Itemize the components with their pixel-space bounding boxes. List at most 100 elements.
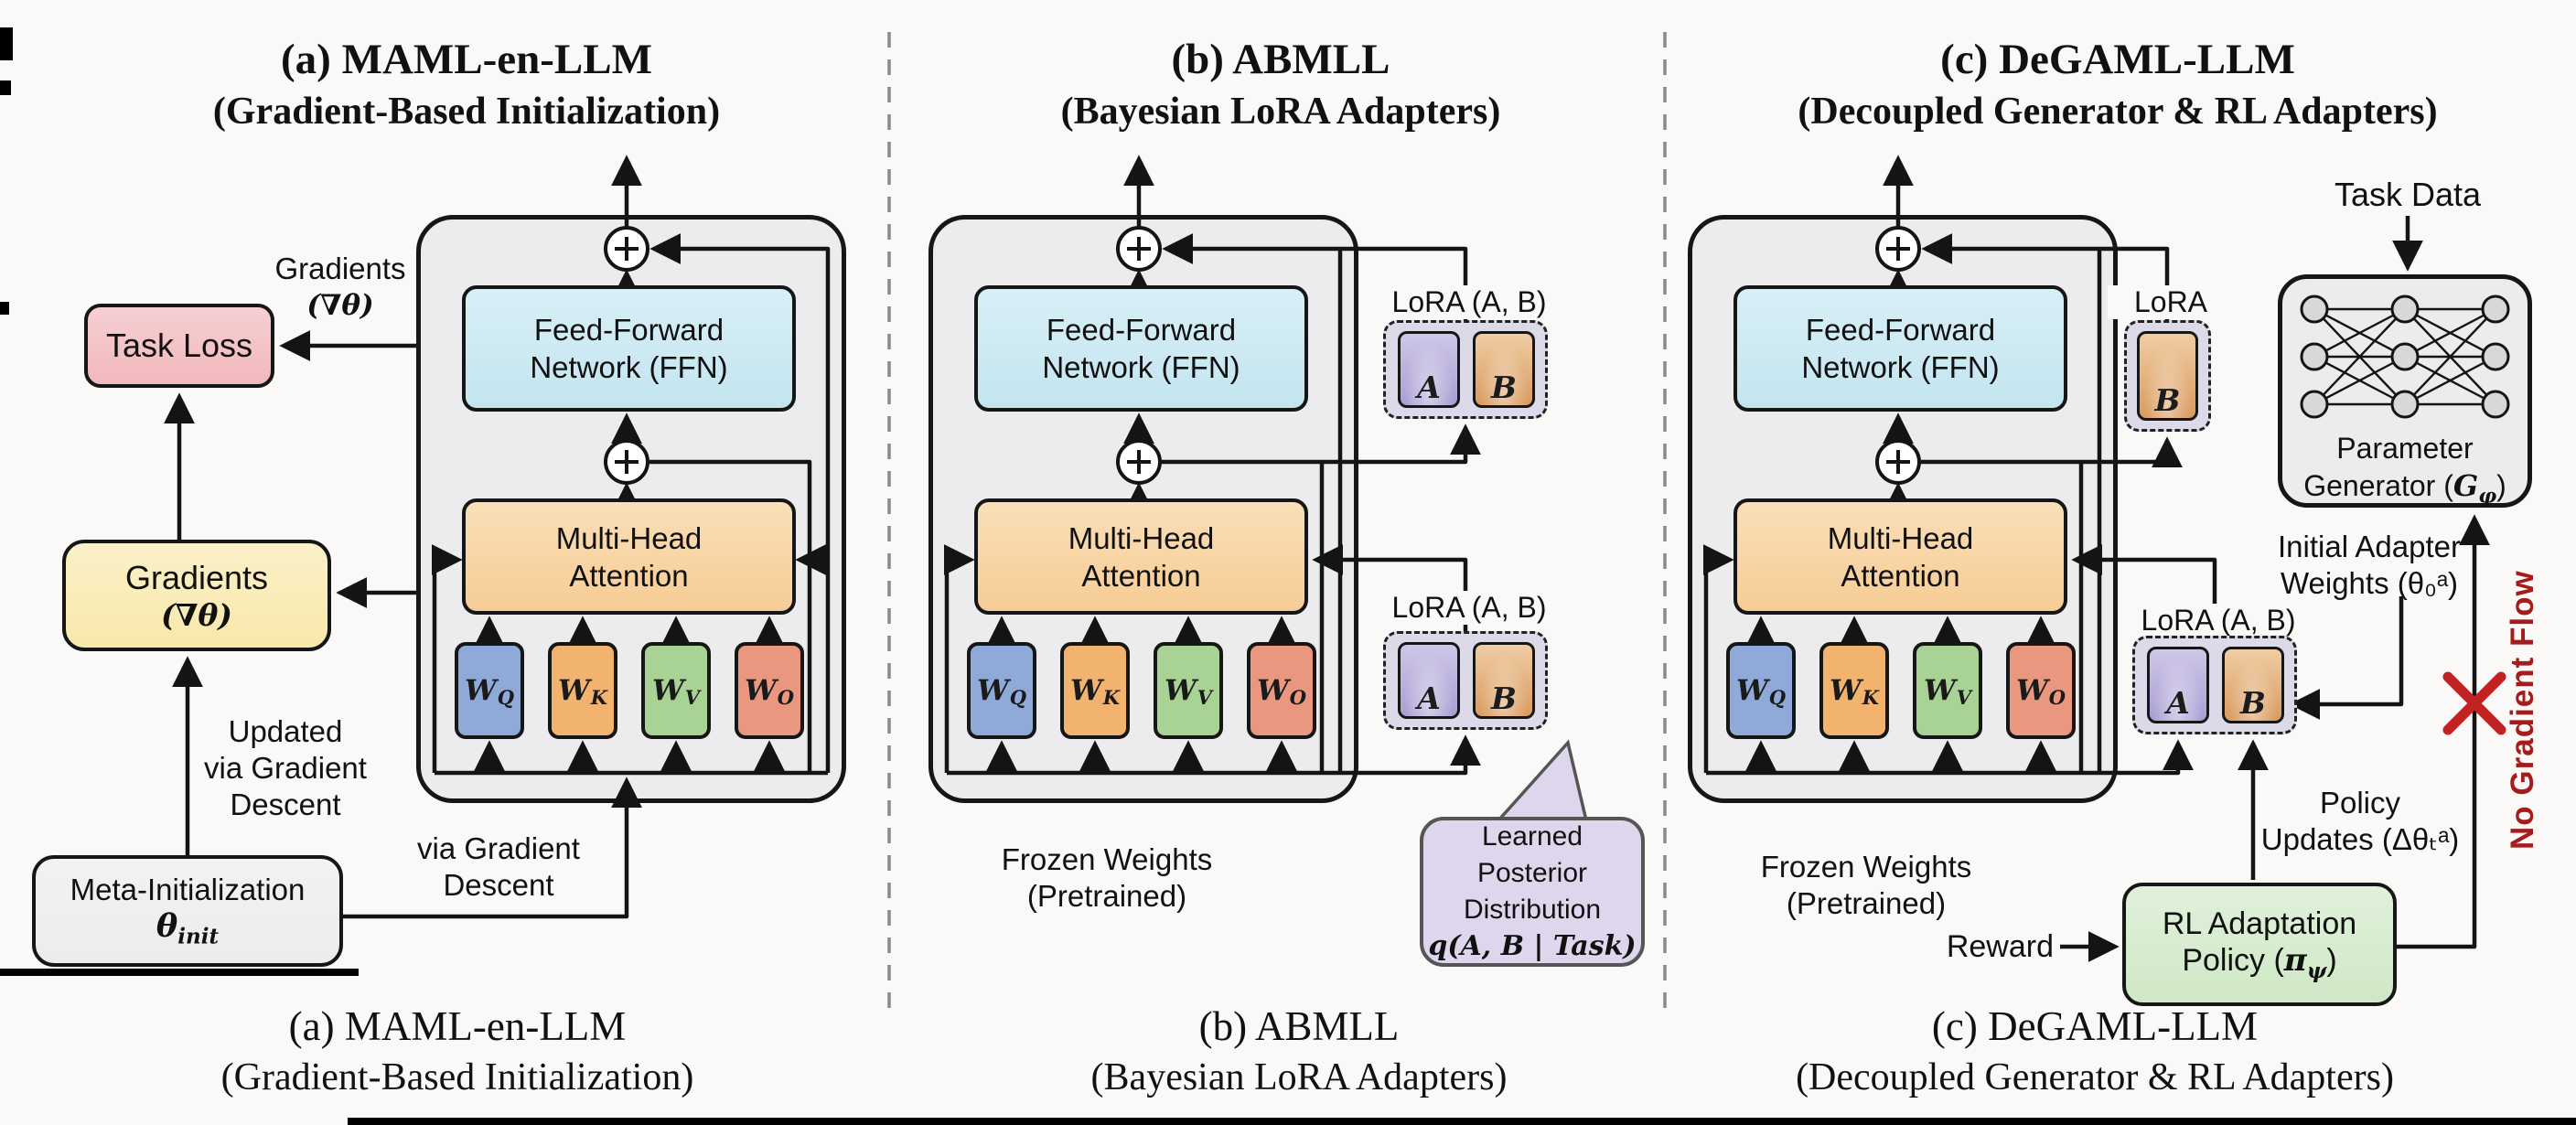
- via-gd-label: via Gradient Descent: [393, 830, 604, 904]
- scan-artifact-edge-tick-2: [0, 80, 11, 95]
- ffn-label-line1: Feed-Forward: [1046, 313, 1237, 347]
- scan-artifact-left-bar: [0, 969, 359, 976]
- wk-main: W: [557, 674, 590, 707]
- wv-main: W: [651, 674, 684, 707]
- rl-line2: Policy (πψ): [2182, 941, 2337, 983]
- ffn-box-c: Feed-Forward Network (FFN): [1733, 285, 2067, 412]
- panel-c-caption-line2: (Decoupled Generator & RL Adapters): [1796, 1056, 2394, 1098]
- panel-c-title-line2: (Decoupled Generator & RL Adapters): [1798, 91, 2438, 133]
- meta-label-line1: Meta-Initialization: [70, 873, 306, 907]
- bubble-line2: Distribution: [1463, 895, 1602, 925]
- panel-b-caption-line2: (Bayesian LoRA Adapters): [1090, 1056, 1508, 1098]
- pg-line1: Parameter: [2336, 432, 2474, 465]
- posterior-bubble: Learned Posterior Distribution q(A, B | …: [1420, 817, 1645, 967]
- initial-line2: Weights (θ₀ᵃ): [2280, 566, 2459, 600]
- lora-upper-a-box-b: A: [1398, 331, 1460, 408]
- meta-initialization-box: Meta-Initialization θinit: [32, 855, 343, 967]
- panel-c-caption-line1: (c) DeGAML-LLM: [1931, 1003, 2259, 1049]
- mha-label-line1: Multi-Head: [555, 520, 703, 555]
- scan-artifact-edge-tick-3: [0, 302, 9, 315]
- panel-c-title-line1: (c) DeGAML-LLM: [1940, 36, 2295, 83]
- task-loss-label: Task Loss: [105, 327, 253, 364]
- lora-b-box-c: B: [2137, 331, 2198, 421]
- policy-updates-label: Policy Updates (Δθₜᵃ): [2255, 785, 2465, 858]
- lora-b-label-c: LoRA: [2108, 285, 2234, 319]
- gradients-arrow-line1: Gradients: [274, 252, 406, 285]
- wo-sub: O: [777, 685, 795, 709]
- mha-box-c: Multi-Head Attention: [1733, 498, 2067, 615]
- lora-ab-label-c: LoRA (A, B): [2128, 604, 2309, 638]
- gradients-box-line1: Gradients: [124, 558, 269, 596]
- lora-ab-a-box-c: A: [2147, 647, 2209, 723]
- parameter-generator-label: Parameter Generator (Gφ): [2285, 430, 2525, 515]
- task-data-label: Task Data: [2334, 176, 2482, 213]
- panel-a-title-line1: (a) MAML-en-LLM: [281, 36, 652, 83]
- wk-sub: K: [590, 685, 608, 709]
- panel-b-caption-line1: (b) ABMLL: [1198, 1003, 1400, 1049]
- wv-sub: V: [684, 685, 701, 709]
- lora-upper-b-box-b: B: [1473, 331, 1535, 408]
- mha-label-line1: Multi-Head: [1068, 520, 1215, 555]
- policy-line2: Updates (Δθₜᵃ): [2260, 822, 2460, 856]
- panel-a-caption-line1: (a) MAML-en-LLM: [288, 1003, 627, 1049]
- frozen-line2: (Pretrained): [1026, 879, 1187, 913]
- rl-adaptation-policy-box: RL Adaptation Policy (πψ): [2122, 883, 2397, 1006]
- updated-line3: Descent: [230, 788, 341, 821]
- gradients-arrow-label: Gradients (∇θ): [249, 251, 432, 324]
- rl-line1: RL Adaptation: [2162, 905, 2357, 941]
- frozen-line2: (Pretrained): [1786, 886, 1947, 920]
- lora-ab-b-box-c: B: [2222, 647, 2284, 723]
- via-line1: via Gradient: [417, 831, 580, 865]
- ffn-label-line1: Feed-Forward: [533, 313, 724, 347]
- ffn-box-b: Feed-Forward Network (FFN): [974, 285, 1308, 412]
- wo-main: W: [744, 674, 777, 707]
- reward-label: Reward: [1946, 929, 2054, 964]
- mha-label-line2: Attention: [1081, 558, 1201, 593]
- wq-main: W: [464, 674, 497, 707]
- lora-upper-label-b: LoRA (A, B): [1379, 285, 1560, 319]
- task-loss-box: Task Loss: [84, 304, 274, 388]
- gradients-arrow-line2: (∇θ): [306, 289, 374, 322]
- mha-box-a: Multi-Head Attention: [462, 498, 796, 615]
- frozen-weights-label-b: Frozen Weights (Pretrained): [970, 841, 1244, 915]
- frozen-line1: Frozen Weights: [1001, 842, 1213, 876]
- no-gradient-flow-label: No Gradient Flow: [2505, 570, 2540, 850]
- mha-label-line2: Attention: [569, 558, 689, 593]
- lora-lower-label-b: LoRA (A, B): [1379, 591, 1560, 625]
- initial-adapter-weights-label: Initial Adapter Weights (θ₀ᵃ): [2232, 529, 2506, 602]
- bubble-line1: Learned Posterior: [1476, 821, 1588, 888]
- updated-line1: Updated: [228, 714, 343, 748]
- scan-artifact-bottom-bar: [348, 1118, 2576, 1125]
- panel-a-caption-line2: (Gradient-Based Initialization): [220, 1056, 694, 1098]
- ffn-label-line2: Network (FFN): [1042, 350, 1240, 384]
- speech-bubble-tail: [1495, 739, 1589, 822]
- panel-a-title-line2: (Gradient-Based Initialization): [212, 91, 721, 133]
- via-line2: Descent: [443, 868, 554, 902]
- gradients-box-line2: (∇θ): [160, 596, 233, 633]
- frozen-weights-label-c: Frozen Weights (Pretrained): [1729, 849, 2003, 922]
- policy-line1: Policy: [2319, 786, 2401, 820]
- wq-sub: Q: [497, 685, 515, 709]
- scan-artifact-edge-tick-1: [0, 27, 13, 60]
- lora-lower-a-box-b: A: [1398, 642, 1460, 719]
- no-gradient-x-icon: [2442, 671, 2506, 735]
- ffn-label-line2: Network (FFN): [530, 350, 728, 384]
- lora-lower-b-box-b: B: [1473, 642, 1535, 719]
- ffn-box-a: Feed-Forward Network (FFN): [462, 285, 796, 412]
- panel-b-title-line2: (Bayesian LoRA Adapters): [1060, 91, 1501, 133]
- gradients-box: Gradients (∇θ): [62, 540, 331, 651]
- meta-theta-init: θinit: [156, 907, 220, 949]
- frozen-line1: Frozen Weights: [1760, 850, 1972, 884]
